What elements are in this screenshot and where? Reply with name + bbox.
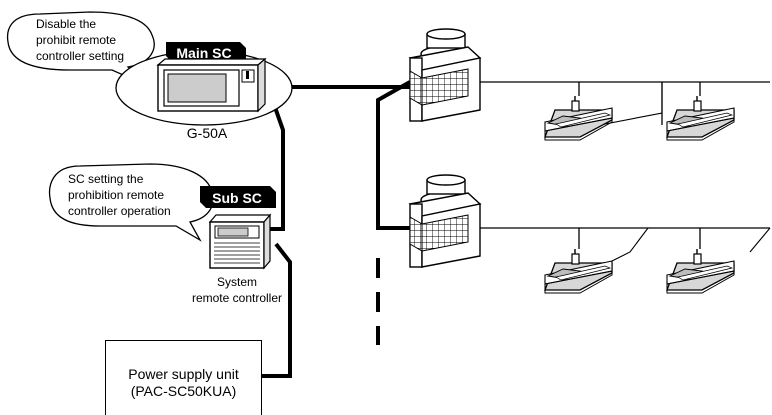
sub-sc-device-name-line-2: remote controller (192, 291, 282, 305)
main-sc-tag: Main SC (166, 42, 246, 62)
outdoor-unit-icon (409, 174, 481, 268)
power-supply-name: Power supply unit (128, 366, 239, 382)
ceiling-cassette-icon (666, 95, 735, 141)
ceiling-cassette-icon (544, 95, 613, 141)
sub-sc-callout: SC setting the prohibition remote contro… (48, 163, 214, 242)
system-remote-controller-icon (208, 213, 272, 270)
main-sc-group: Main SC G-50A (115, 42, 293, 141)
main-sc-callout-line-2: prohibit remote (36, 33, 116, 47)
sub-sc-callout-line-1: SC setting the (68, 172, 144, 186)
ceiling-cassette-icon (666, 248, 735, 294)
transmission-wiring (258, 80, 771, 378)
sub-sc-tag: Sub SC (200, 186, 276, 208)
sub-sc-callout-line-3: controller operation (68, 204, 171, 218)
sub-sc-device-name-line-1: System (217, 275, 257, 289)
main-sc-callout-line-3: controller setting (36, 49, 124, 63)
power-supply-model: (PAC-SC50KUA) (130, 383, 237, 399)
g50a-controller-icon (156, 57, 267, 113)
main-sc-tag-label: Main SC (176, 45, 231, 61)
outdoor-unit-icon (409, 28, 481, 122)
main-sc-callout-line-1: Disable the (36, 17, 96, 31)
sub-sc-group: Sub SC System remote controller (192, 186, 282, 305)
sub-sc-callout-line-2: prohibition remote (68, 188, 164, 202)
sub-sc-tag-label: Sub SC (212, 190, 262, 206)
main-sc-device-name: G-50A (187, 125, 228, 141)
main-sc-callout: Disable the prohibit remote controller s… (6, 11, 155, 86)
power-supply-unit: Power supply unit (PAC-SC50KUA) (105, 340, 262, 415)
ceiling-cassette-icon (544, 248, 613, 294)
